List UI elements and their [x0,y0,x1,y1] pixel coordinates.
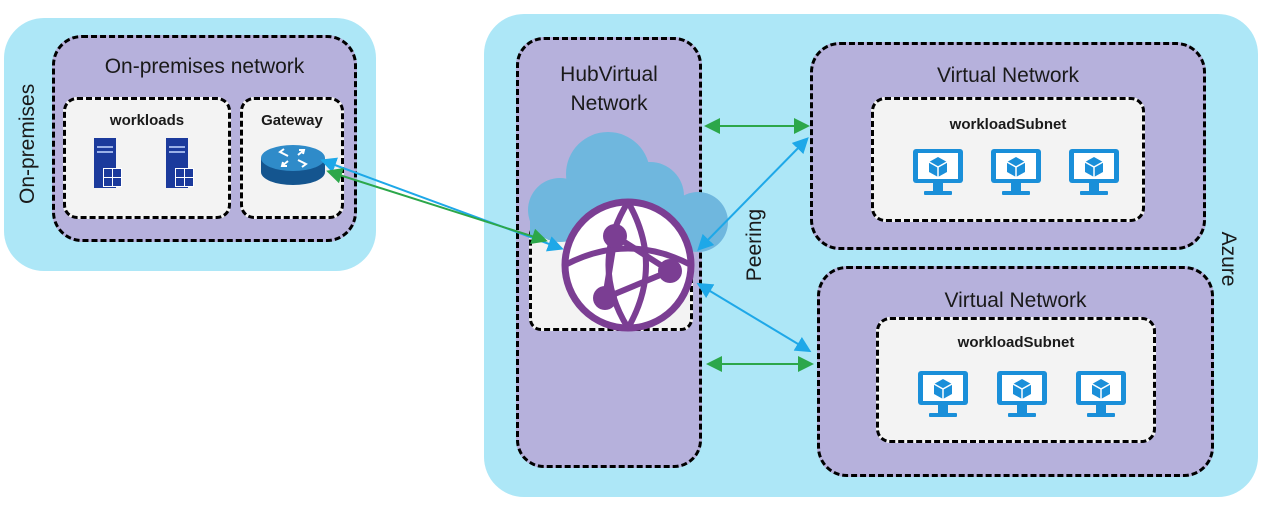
peering-link-bottom-blue [696,282,812,353]
vpn-link-blue [320,157,564,252]
peering-link-top-blue [697,137,809,251]
onprem-network-title: On-premises network [104,55,305,78]
vpn-link-green [326,168,548,244]
workload-subnet-label-1: workloadSubnet [949,116,1067,133]
vm-icon [990,148,1042,198]
vm-icon [1075,370,1127,420]
hub-network-title: HubVirtual Network [560,63,658,115]
spoke-network-title-2: Virtual Network [944,289,1087,312]
vm-icon [912,148,964,198]
vm-icon [996,370,1048,420]
vm-icon [917,370,969,420]
workloads-box: workloads [63,97,231,219]
vm-icon [1068,148,1120,198]
gateway-label: Gateway [261,112,323,129]
workload-subnet-label-2: workloadSubnet [957,334,1075,351]
server-icon [94,138,122,188]
spoke-network-title-1: Virtual Network [937,64,1079,87]
server-icon [166,138,194,188]
virtual-network-icon [561,198,695,332]
workloads-label: workloads [109,112,185,129]
router-icon [261,145,325,185]
